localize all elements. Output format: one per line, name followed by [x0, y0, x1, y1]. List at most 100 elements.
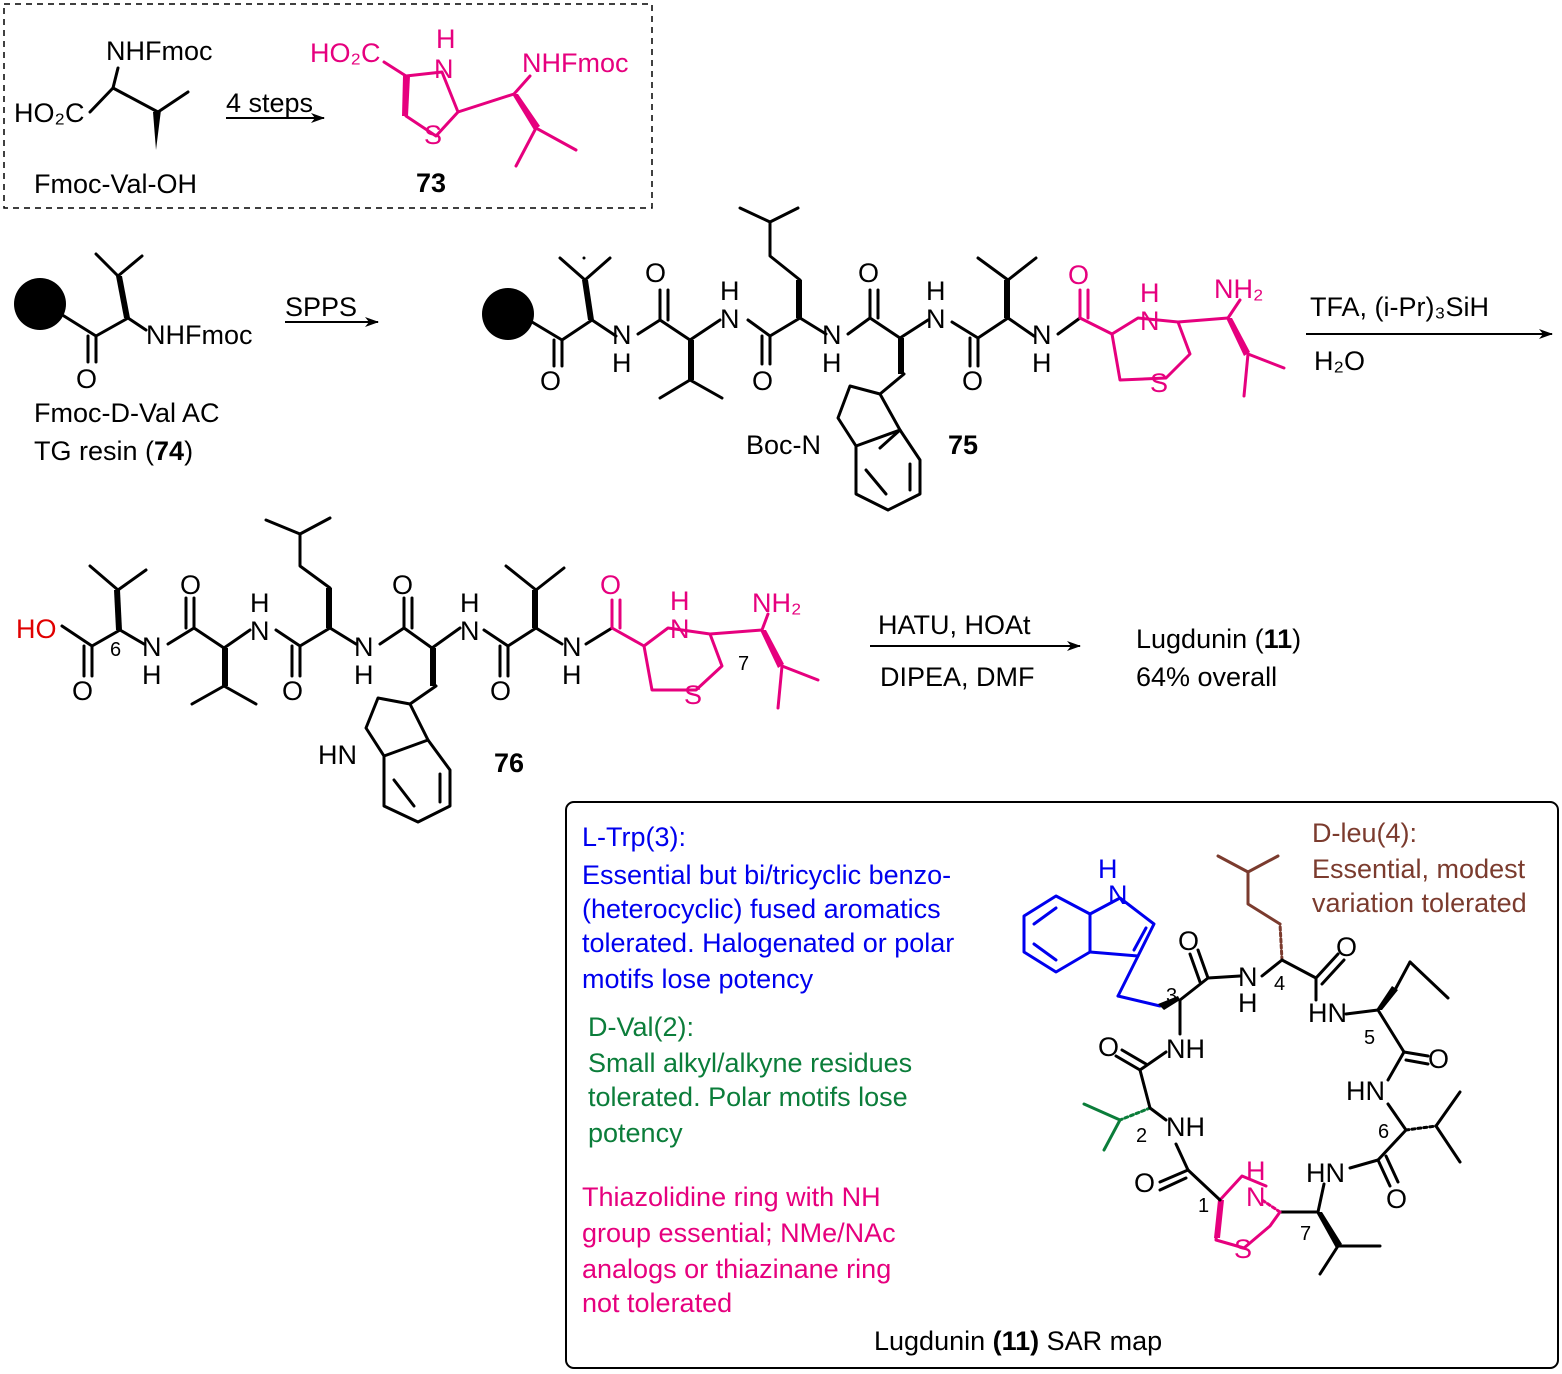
sar-locant-3: 3: [1166, 985, 1177, 1007]
sar-o-e: O: [1134, 1168, 1155, 1198]
sar-map-caption: Lugdunin (11) SAR map: [874, 1326, 1162, 1356]
c75-h6: H: [1140, 278, 1160, 308]
c76-n2: N: [250, 616, 270, 646]
overall-yield-label: 64% overall: [1136, 662, 1277, 692]
c75-o3: O: [858, 258, 879, 288]
hatu-reagents-bottom: DIPEA, DMF: [880, 662, 1035, 692]
svg-text:potency: potency: [588, 1118, 683, 1148]
top-dashed-box: [3, 3, 653, 209]
sar-o-f: O: [1098, 1032, 1119, 1062]
c76-o4: O: [490, 676, 511, 706]
sar-thiazolidine-note: Thiazolidine ring with NH group essentia…: [582, 1182, 896, 1318]
svg-text:Thiazolidine ring with NH: Thiazolidine ring with NH: [582, 1182, 881, 1212]
sar-locant-1: 1: [1198, 1195, 1209, 1217]
c75-n4: N: [926, 304, 946, 334]
sar-locant-2: 2: [1136, 1125, 1147, 1147]
c76-n6: N: [670, 614, 690, 644]
c75-n3: N: [822, 320, 842, 350]
sar-trp-n: N: [1108, 880, 1128, 910]
sar-locant-7: 7: [1300, 1223, 1311, 1245]
c76-n5: N: [562, 632, 582, 662]
compound-73-ho2c-label: HO₂C: [310, 38, 380, 68]
svg-text:(heterocyclic) fused aromatics: (heterocyclic) fused aromatics: [582, 894, 941, 924]
sar-locant-4: 4: [1274, 973, 1285, 995]
c75-h3: H: [822, 348, 842, 378]
svg-text:not tolerated: not tolerated: [582, 1288, 732, 1318]
sar-hn-a: HN: [1308, 998, 1347, 1028]
c76-s: S: [684, 680, 702, 710]
resin-74-structure: O NHFmoc: [14, 252, 253, 394]
c76-h4: H: [460, 588, 480, 618]
svg-text:Essential but bi/tricyclic ben: Essential but bi/tricyclic benzo-: [582, 860, 951, 890]
sar-o-c: O: [1428, 1044, 1449, 1074]
sar-thz-n: N: [1246, 1182, 1266, 1212]
c76-o2: O: [282, 676, 303, 706]
sar-map-box: [565, 801, 1559, 1369]
svg-text:tolerated. Halogenated or pola: tolerated. Halogenated or polar: [582, 928, 954, 958]
compound-75-structure: O O N H H N O N H O H N O N H O H N S NH…: [482, 206, 1286, 512]
spps-label: SPPS: [285, 292, 357, 322]
resin-74-o-label: O: [76, 364, 97, 394]
c76-locant-7: 7: [738, 653, 749, 675]
c76-o3: O: [392, 570, 413, 600]
c75-o0: O: [540, 366, 561, 396]
sar-o-d: O: [1386, 1184, 1407, 1214]
compound-73-number: 73: [416, 168, 446, 198]
compound-73-structure: HO₂C H N S NHFmoc: [310, 24, 629, 168]
resin-bead-75: [482, 288, 534, 340]
c75-o5: O: [1068, 260, 1089, 290]
resin-bead-74: [14, 278, 66, 330]
sar-trp-h: H: [1098, 854, 1118, 884]
sar-h-a: H: [1238, 988, 1258, 1018]
svg-text:analogs or thiazinane ring: analogs or thiazinane ring: [582, 1254, 891, 1284]
resin-74-label-line1: Fmoc-D-Val AC: [34, 398, 220, 428]
sar-o-b: O: [1336, 932, 1357, 962]
c76-locant-6: 6: [110, 639, 121, 661]
svg-text:Essential, modest: Essential, modest: [1312, 854, 1526, 884]
svg-text:D-Val(2):: D-Val(2):: [588, 1012, 694, 1042]
c76-o0: O: [72, 676, 93, 706]
c76-n4: N: [460, 616, 480, 646]
fmoc-val-oh-label: Fmoc-Val-OH: [34, 169, 197, 199]
compound-73-s-label: S: [424, 120, 442, 150]
c75-n2: N: [720, 304, 740, 334]
sar-o-a: O: [1178, 926, 1199, 956]
c75-h1: H: [612, 348, 632, 378]
c75-nh2: NH₂: [1214, 274, 1263, 304]
c76-h5: H: [562, 660, 582, 690]
compound-76-structure: HO O 6 N H O H N O N H O H N O N H O H N…: [16, 516, 820, 824]
sar-val-note: D-Val(2): Small alkyl/alkyne residues to…: [588, 1012, 912, 1148]
c75-o4: O: [962, 366, 983, 396]
c76-n1: N: [142, 632, 162, 662]
tfa-reagents-bottom: H₂O: [1314, 346, 1365, 376]
hatu-reagents-top: HATU, HOAt: [878, 610, 1031, 640]
c76-h2: H: [250, 588, 270, 618]
fmoc-val-ho2c-label: HO₂C: [14, 98, 84, 128]
sar-nh-b: NH: [1166, 1034, 1205, 1064]
c76-o5: O: [600, 570, 621, 600]
c75-h2: H: [720, 276, 740, 306]
sar-hn-c: HN: [1306, 1158, 1345, 1188]
sar-n-a: N: [1238, 962, 1258, 992]
c75-o1: O: [645, 258, 666, 288]
fmoc-val-oh-structure: NHFmoc HO₂C: [14, 36, 213, 150]
lugdunin-macrocycle: H N O 3 N H 4 O HN 5 O HN 6 O HN 7 H N S…: [1022, 854, 1462, 1276]
resin-74-nhfmoc-label: NHFmoc: [146, 320, 253, 350]
lugdunin-product-label: Lugdunin (11): [1136, 624, 1301, 654]
sar-thz-h: H: [1246, 1156, 1266, 1186]
svg-text:Small alkyl/alkyne residues: Small alkyl/alkyne residues: [588, 1048, 912, 1078]
sar-hn-b: HN: [1346, 1076, 1385, 1106]
c76-n3: N: [354, 632, 374, 662]
four-steps-label: 4 steps: [226, 88, 313, 118]
c76-hn: HN: [318, 740, 357, 770]
compound-73-nhfmoc-label: NHFmoc: [522, 48, 629, 78]
c75-s: S: [1150, 368, 1168, 398]
c75-boc-n: Boc-N: [746, 430, 821, 460]
tfa-reagents-top: TFA, (i-Pr)₃SiH: [1310, 292, 1489, 322]
svg-text:L-Trp(3):: L-Trp(3):: [582, 822, 686, 852]
svg-text:variation tolerated: variation tolerated: [1312, 888, 1527, 918]
fmoc-val-nhfmoc-label: NHFmoc: [106, 36, 213, 66]
sar-nh-a: NH: [1166, 1112, 1205, 1142]
c75-h4: H: [926, 276, 946, 306]
